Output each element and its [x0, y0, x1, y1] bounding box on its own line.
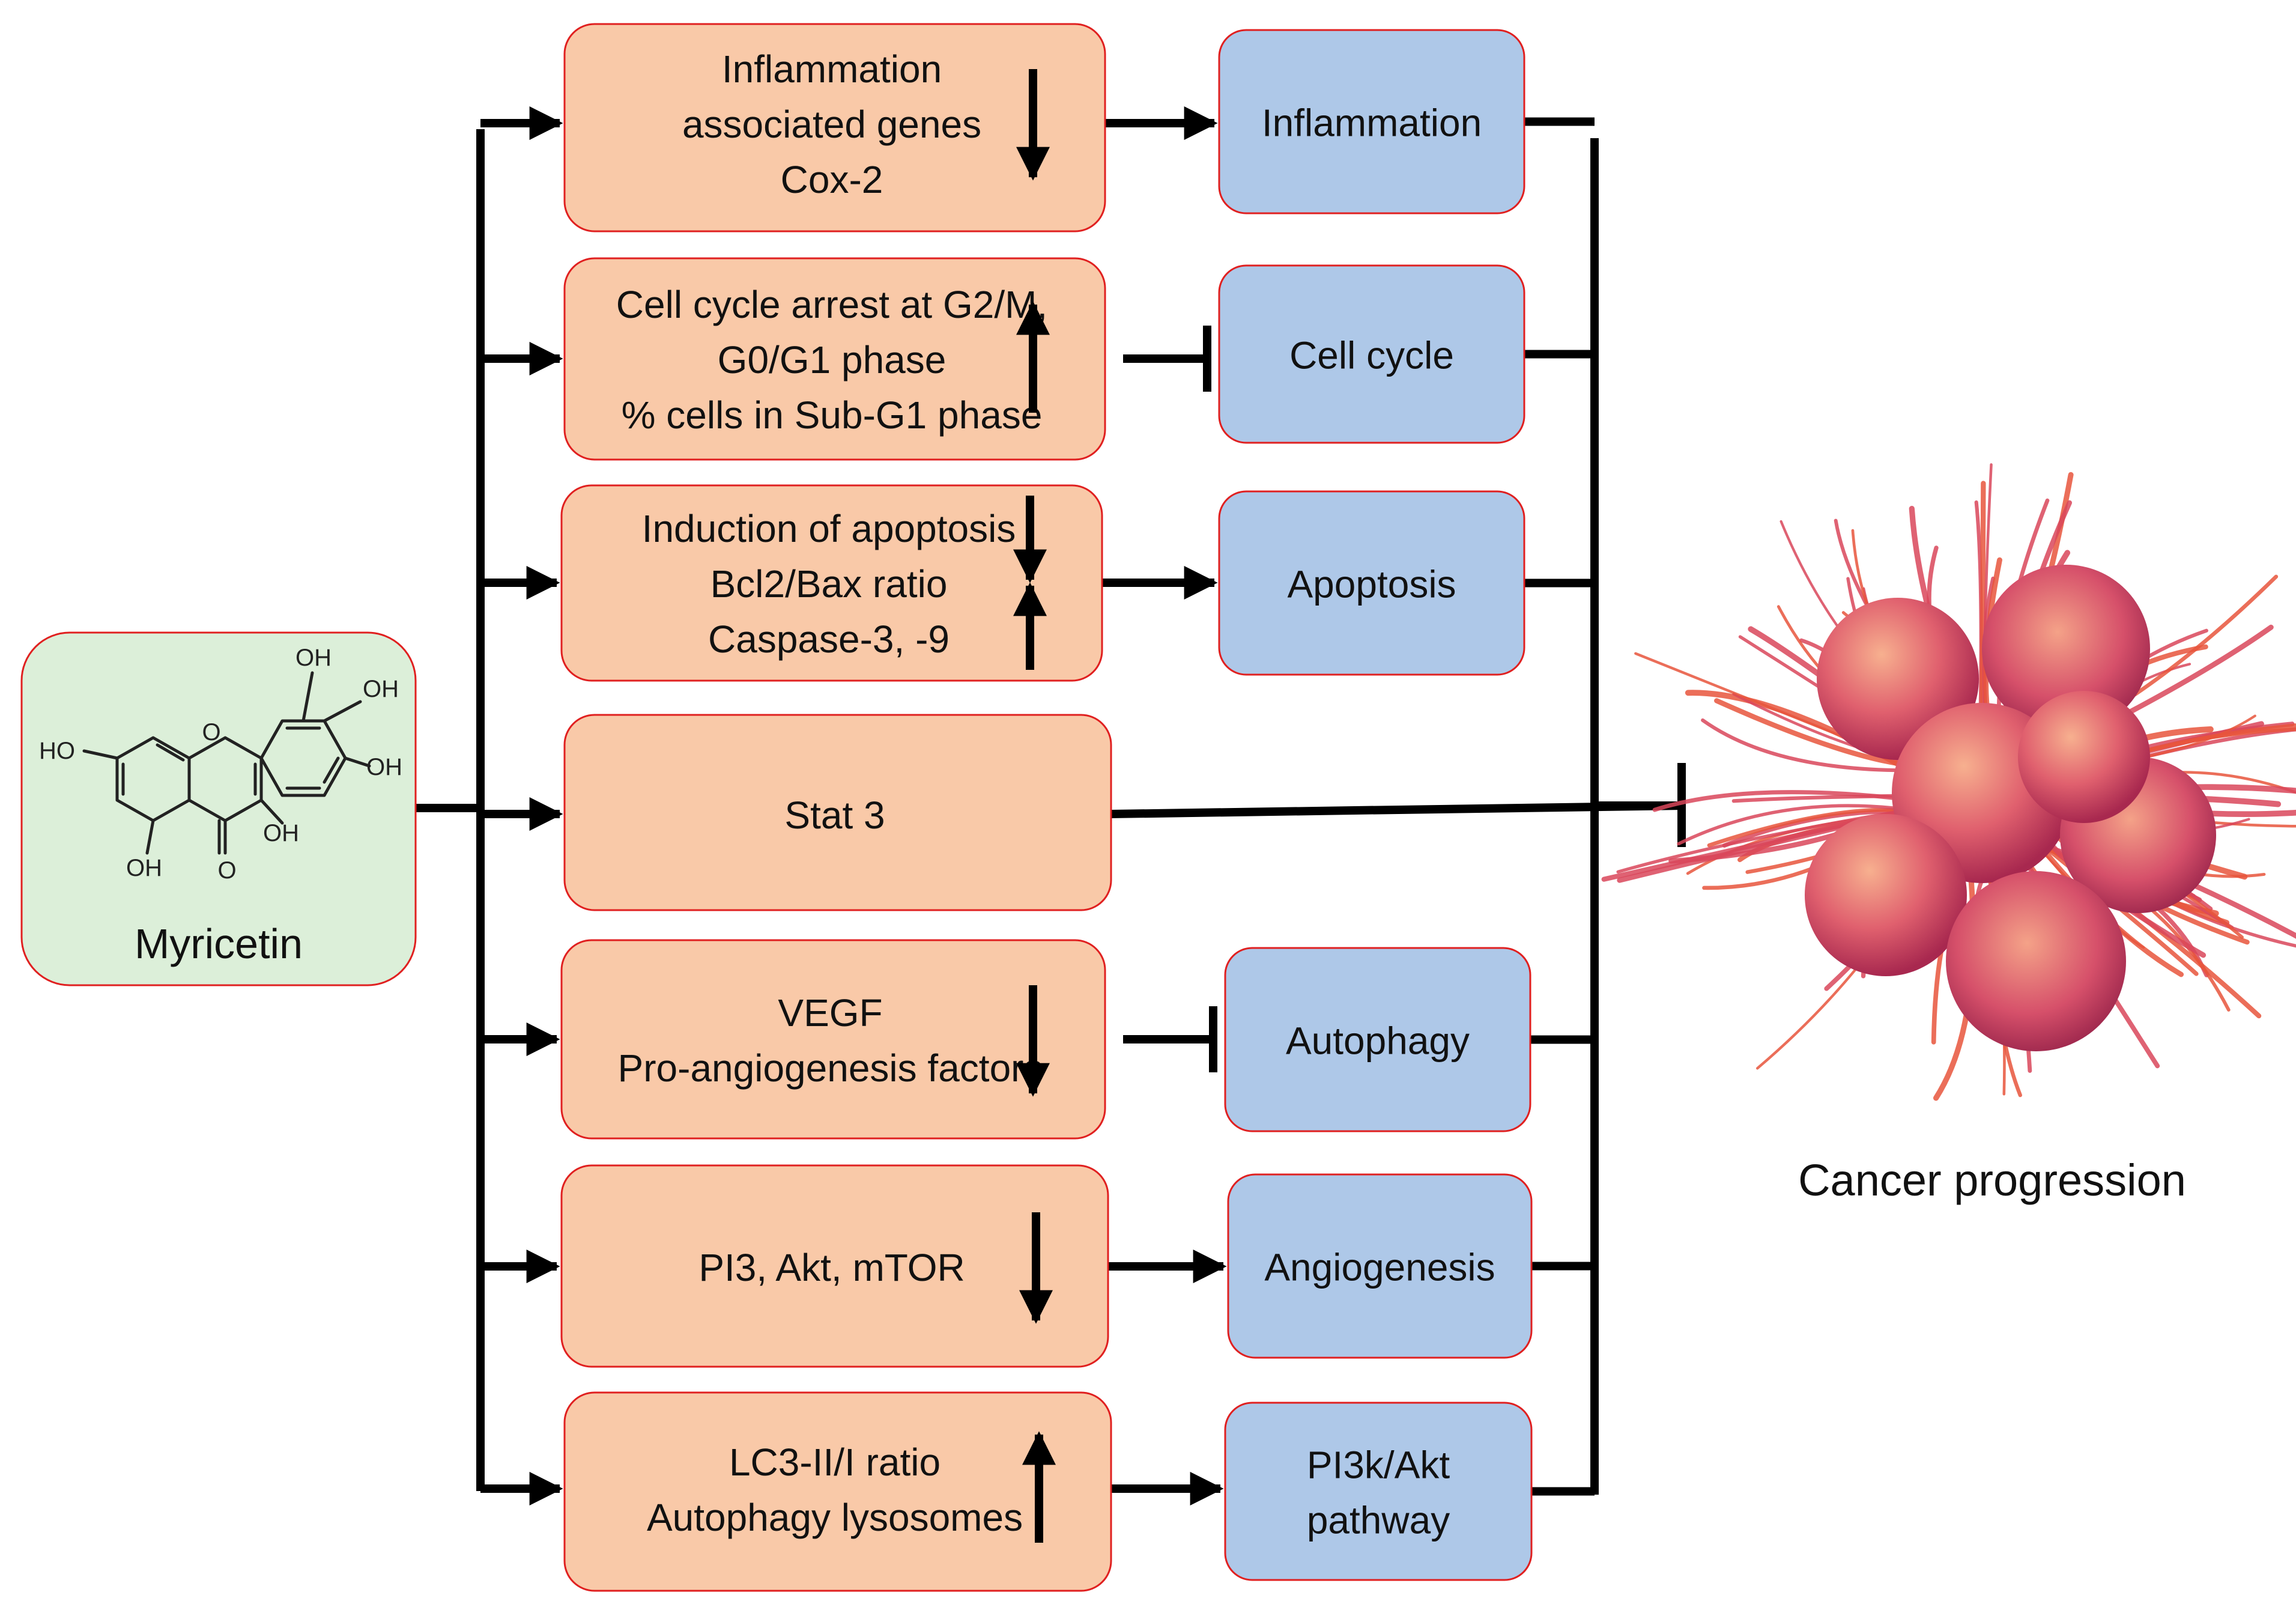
cancer-progression-label: Cancer progression [1798, 1155, 2186, 1205]
mechanism-text-line: VEGF [778, 991, 882, 1034]
atom-label: OH [366, 754, 402, 780]
atom-label: OH [126, 855, 162, 881]
outcome-box-frame [1224, 947, 1531, 1132]
outcome-box-frame [1224, 1402, 1533, 1581]
atom-label: O [217, 857, 236, 884]
outcome-text-line: Apoptosis [1287, 563, 1456, 606]
mechanism-box-frame [563, 1391, 1112, 1592]
outcome-text-line: PI3k/Akt [1307, 1444, 1450, 1487]
outcome-box-1: Inflammation [1218, 29, 1525, 214]
mechanism-text-line: LC3-II/I ratio [729, 1441, 941, 1484]
cancer-cell-cluster-icon [1601, 463, 2296, 1101]
outcome-text-line: Autophagy [1286, 1019, 1470, 1063]
outcome-box-5: Autophagy [1224, 947, 1531, 1132]
connector-lines [416, 106, 1686, 1505]
mechanism-text-line: Bcl2/Bax ratio [710, 562, 948, 606]
outcome-text-line: Angiogenesis [1264, 1246, 1495, 1289]
cancer-cell [1982, 565, 2150, 733]
mechanism-text-line: Autophagy lysosomes [647, 1496, 1023, 1539]
mechanism-box-frame [560, 1164, 1109, 1368]
mechanism-box-6: PI3, Akt, mTOR [560, 1164, 1109, 1368]
mechanism-box-frame [560, 939, 1106, 1140]
cell-dendrite [1979, 481, 1986, 718]
outcome-box-3: Apoptosis [1218, 490, 1525, 676]
myricetin-label: Myricetin [135, 920, 303, 967]
mechanism-box-frame [563, 714, 1112, 911]
atom-label: OH [363, 676, 399, 702]
mechanism-text-line: PI3, Akt, mTOR [698, 1246, 965, 1289]
cell-dendrite [1652, 790, 1894, 812]
mechanism-box-frame [563, 257, 1106, 461]
outcome-box-frame [1218, 264, 1525, 444]
mechanism-box-4: Stat 3 [563, 714, 1112, 911]
mechanism-text-line: Caspase-3, -9 [708, 618, 950, 661]
myricetin-structure-icon [82, 671, 371, 855]
mechanism-box-5: VEGF Pro-angiogenesis factors [560, 939, 1106, 1140]
outcome-box-frame [1218, 490, 1525, 676]
atom-label: OH [295, 645, 332, 671]
atom-label: O [202, 719, 220, 746]
outcome-text-line: Cell cycle [1289, 334, 1454, 377]
mechanism-text-line: Induction of apoptosis [642, 507, 1016, 550]
mechanism-box-2: Cell cycle arrest at G2/M, G0/G1 phase % c… [563, 257, 1106, 461]
mechanism-text-line: % cells in Sub-G1 phase [622, 393, 1043, 437]
cancer-cell [1805, 814, 1967, 976]
outcome-box-7: PI3k/Akt pathway [1224, 1402, 1533, 1581]
outcome-box-2: Cell cycle [1218, 264, 1525, 444]
mechanism-text-line: Inflammation [722, 47, 942, 91]
mechanism-text-line: G0/G1 phase [718, 338, 947, 381]
cancer-progression-target: Cancer progression [1601, 463, 2296, 1205]
atom-label: OH [263, 820, 299, 846]
cell-dendrite [1616, 810, 1897, 873]
outcome-text-line: pathway [1307, 1499, 1450, 1542]
mechanism-text-line: Cell cycle arrest at G2/M, [616, 283, 1047, 326]
mechanism-text-line: Stat 3 [784, 794, 885, 837]
outcome-box-6: Angiogenesis [1227, 1173, 1533, 1359]
myricetin-atom-labels: OH OH OH HO OH OH O O [39, 645, 402, 884]
outcome-box-frame [1218, 29, 1525, 214]
myricetin-box: OH OH OH HO OH OH O O Myricetin [20, 631, 417, 986]
cell-dendrite [1707, 807, 1896, 848]
cell-dendrite [1701, 718, 1898, 773]
mechanism-text-line: Pro-angiogenesis factors [618, 1046, 1043, 1090]
cell-dendrite [1677, 804, 1895, 846]
stat3-inhibition-line [1110, 801, 1682, 818]
mechanism-text-line: associated genes [682, 103, 981, 146]
cancer-cell [2018, 691, 2150, 823]
mechanism-text-line: Cox-2 [781, 158, 883, 201]
atom-label: HO [39, 738, 75, 764]
outcome-box-frame [1227, 1173, 1533, 1359]
cancer-cell [1946, 871, 2126, 1051]
mechanism-box-frame [560, 484, 1103, 682]
cell-dendrite [1731, 794, 1894, 803]
outcome-text-line: Inflammation [1262, 102, 1482, 145]
cell-dendrite [1714, 698, 1901, 767]
mechanism-box-frame [563, 23, 1106, 232]
